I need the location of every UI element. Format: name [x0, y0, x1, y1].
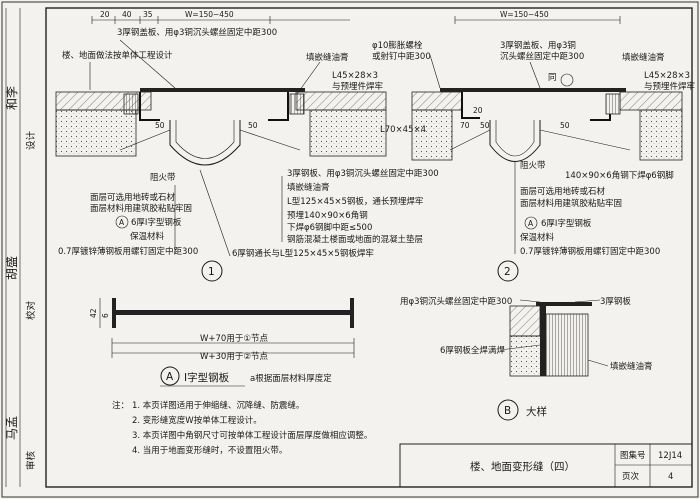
d1-dim-50b: 50 [248, 121, 258, 130]
d2-note-embed: 140×90×6角钢下焊φ6钢脚 [565, 170, 674, 181]
note-item: 3. 本页详图中角钢尺寸可按单体工程设计面层厚度做相应调整。 [132, 430, 372, 441]
d1-dim-35: 35 [143, 10, 153, 19]
b-title-letter: B [504, 405, 511, 417]
ibeam-note-w70: W+70用于①节点 [200, 334, 268, 344]
d1-note-surface1: 面层可选用地砖或石材 [90, 192, 176, 203]
d1-dim-50a: 50 [155, 121, 165, 130]
d1-note-angle2: L型125×45×5钢板，通长预埋焊牢 [287, 196, 423, 207]
d2-dim-70: 70 [460, 121, 470, 130]
d1-dim-20: 20 [100, 10, 110, 19]
detail-b: 用φ3铜沉头螺丝固定中距300 3厚钢板 6厚钢板全焊满焊 填嵌缝油膏 B 大样 [400, 296, 653, 421]
d1-note-surface2: 面层材料用建筑胶粘贴牢固 [90, 203, 192, 214]
b-title: 大样 [526, 405, 547, 418]
notes: 注： 1. 本页详图适用于伸缩缝、沉降缝、防震缝。 2. 变形缝宽度W按单体工程… [112, 400, 372, 456]
d2-note-angle2: 与预埋件焊牢 [644, 81, 695, 92]
note-item: 4. 当用于地面变形缝时，不设置阻火带。 [132, 445, 287, 456]
d1-note-angle-top2: 与预埋件焊牢 [332, 81, 383, 92]
d2-note-fire: 阻火带 [520, 161, 546, 171]
d1-note-steelplate: 6厚钢通长与L型125×45×5钢板焊牢 [232, 248, 374, 259]
ibeam-detail: 42 6 W+70用于①节点 W+30用于②节点 A I字型钢板 a根据面层材料… [89, 298, 355, 387]
ibeam-title-letter: A [166, 371, 174, 383]
d2-tag-a: A [528, 219, 534, 228]
d2-note-angle1: L45×28×3 [644, 71, 690, 81]
d1-dim-40: 40 [122, 10, 132, 19]
d2-dim-50a: 50 [480, 121, 490, 130]
notes-head: 注： [112, 400, 129, 411]
d2-note-l70: L70×45×4 [380, 125, 426, 135]
ibeam-dim-42: 42 [89, 308, 98, 318]
d2-width-label: W=150~450 [500, 10, 549, 19]
note-item: 1. 本页详图适用于伸缩缝、沉降缝、防震缝。 [132, 400, 304, 411]
d1-note-fire: 阻火带 [150, 173, 176, 183]
strip-checker: 校对 [25, 300, 37, 320]
b-note-plate6: 6厚钢板全焊满焊 [440, 345, 505, 356]
d1-note-cover2: 3厚钢板、用φ3铜沉头螺丝固定中距300 [287, 168, 439, 179]
d1-note-galv: 0.7厚镀锌薄钢板用螺钉固定中距300 [58, 246, 198, 257]
d1-note-floor: 楼、地面做法按单体工程设计 [62, 50, 173, 61]
page-label: 页次 [622, 471, 640, 482]
left-title-strip: 审核 校对 设计 马孟 胡盛 和李 [4, 8, 37, 487]
d1-note-ibeam: 6厚I字型钢板 [131, 217, 182, 228]
d1-width-label: W=150~450 [185, 10, 234, 19]
d1-circle-num: 1 [208, 266, 215, 278]
d2-note-seal: 填嵌缝油膏 [622, 52, 665, 63]
d2-note-same: 同 [548, 73, 557, 83]
d2-note-bolt1: φ10膨胀螺栓 [372, 40, 423, 51]
d1-note-concrete: 钢筋混凝土楼面或地面的混凝土垫层 [287, 234, 423, 245]
page-value: 4 [668, 472, 673, 482]
detail-2: W=150~450 70 20 50 50 φ10膨胀螺栓 或射钉中距300 3… [372, 10, 695, 282]
d2-note-insul: 保温材料 [520, 232, 555, 243]
ibeam-dim-6: 6 [101, 313, 110, 318]
d2-note-ibeam: 6厚I字型钢板 [541, 218, 592, 229]
d2-note-cover-b: 沉头螺丝固定中距300 [500, 51, 584, 62]
d2-circle-num: 2 [504, 266, 511, 278]
strip-sig1: 马孟 [5, 416, 19, 440]
sheet-title: 楼、地面变形缝（四） [470, 460, 575, 473]
strip-sig2: 胡盛 [4, 256, 19, 280]
title-block: 楼、地面变形缝（四） 图集号 12J14 页次 4 [399, 443, 693, 488]
d2-dim-20: 20 [473, 106, 483, 115]
strip-owner: 审核 [25, 450, 37, 470]
d2-note-galv: 0.7厚镀锌薄钢板用螺钉固定中距300 [520, 246, 660, 257]
b-note-plate3: 3厚钢板 [600, 296, 631, 307]
d1-tag-a: A [119, 218, 125, 227]
note-item: 2. 变形缝宽度W按单体工程设计。 [132, 415, 262, 426]
detail-1: 20 40 35 W=150~450 50 50 3厚钢盖板、用φ3铜沉头螺丝固… [55, 10, 439, 282]
d1-note-embed: 预埋140×90×6角钢 [287, 210, 368, 221]
d1-note-angle-top1: L45×28×3 [332, 71, 378, 81]
b-note-seal: 填嵌缝油膏 [610, 361, 653, 372]
d1-note-top: 3厚钢盖板、用φ3铜沉头螺丝固定中距300 [117, 27, 277, 38]
d1-note-pin: 下焊φ6钢脚中距≤500 [287, 222, 372, 233]
d2-note-surface2: 面层材料用建筑胶粘贴牢固 [520, 198, 622, 209]
ibeam-subnote: a根据面层材料厚度定 [250, 373, 332, 384]
strip-designer: 设计 [25, 130, 37, 150]
d1-note-seal-top: 填嵌缝油膏 [306, 52, 349, 63]
ibeam-title: I字型钢板 [184, 371, 230, 384]
strip-sig3: 和李 [4, 86, 19, 110]
atlas-label: 图集号 [620, 450, 646, 461]
d1-note-insul: 保温材料 [130, 231, 165, 242]
d2-note-bolt2: 或射钉中距300 [372, 51, 431, 62]
b-note-screw: 用φ3铜沉头螺丝固定中距300 [400, 296, 512, 307]
d2-note-cover: 3厚钢盖板、用φ3铜 [500, 40, 576, 51]
ibeam-note-w30: W+30用于②节点 [200, 352, 268, 362]
d1-note-seal2: 填嵌缝油膏 [287, 182, 330, 193]
d2-note-surface1: 面层可选用地砖或石材 [520, 186, 606, 197]
d2-dim-50b: 50 [560, 121, 570, 130]
atlas-value: 12J14 [658, 451, 682, 461]
